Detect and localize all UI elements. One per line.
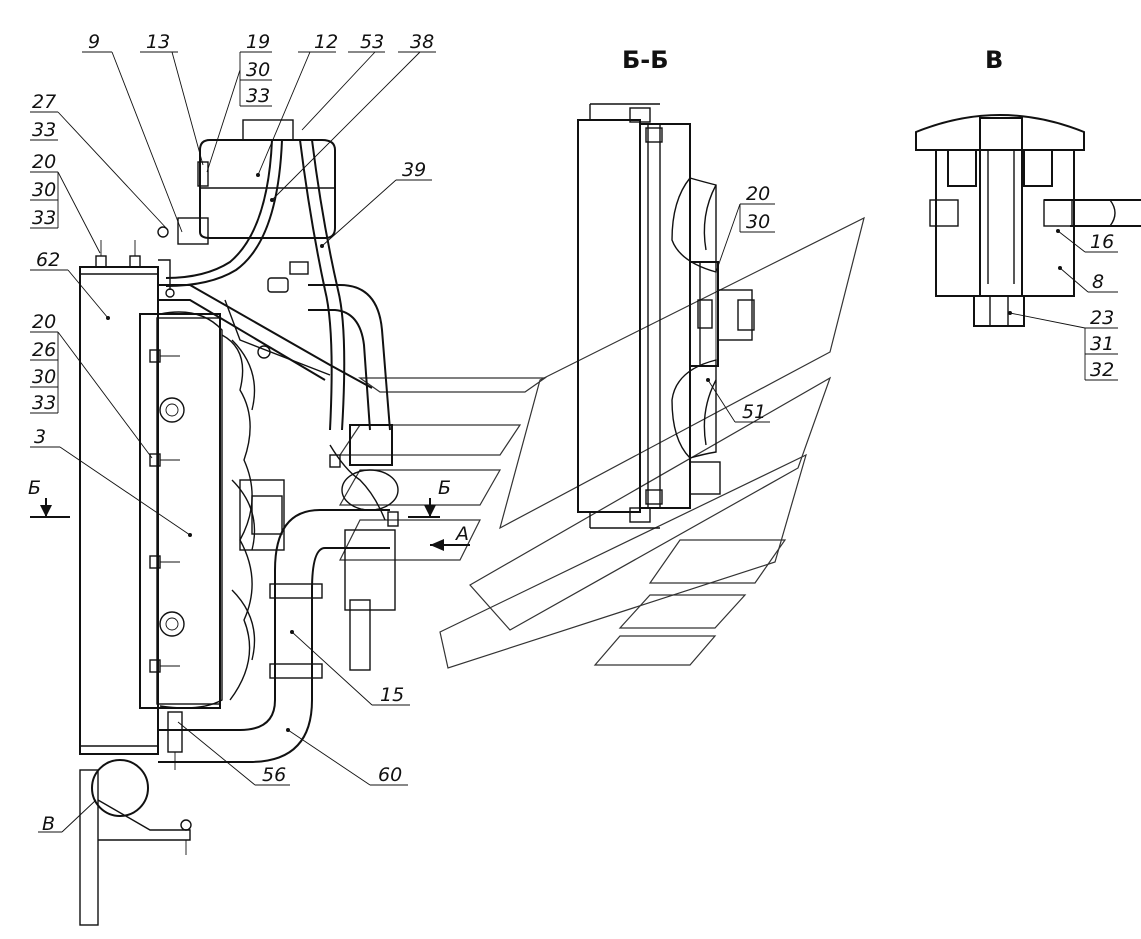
callout-19-30: 30 — [246, 59, 270, 81]
main-view — [30, 119, 470, 926]
callout-20-a-33: 33 — [32, 207, 56, 229]
bb-hatched-tank — [577, 119, 641, 513]
leader-lines-main — [30, 51, 436, 833]
section-bb-title: Б-Б — [622, 46, 669, 74]
callout-bb-30: 30 — [746, 211, 770, 233]
section-bb-view — [577, 103, 775, 529]
callout-15: 15 — [380, 684, 404, 706]
detail-v-title: В — [985, 46, 1003, 74]
callout-v-8: 8 — [1092, 271, 1104, 293]
callout-53: 53 — [360, 31, 384, 53]
callout-13: 13 — [146, 31, 170, 53]
callout-56: 56 — [262, 764, 286, 786]
callout-20-a: 20 — [32, 151, 56, 173]
radiator-core — [139, 313, 221, 709]
callout-bb-20: 20 — [746, 183, 770, 205]
callout-62: 62 — [36, 249, 60, 271]
callout-20-b: 20 — [32, 311, 56, 333]
callout-v-16: 16 — [1090, 231, 1114, 253]
section-mark-mid: Б — [438, 477, 451, 499]
callout-19-33: 33 — [246, 85, 270, 107]
core-bolts — [149, 349, 180, 673]
section-mark-left: Б — [28, 477, 41, 499]
radiator-tank — [79, 266, 159, 755]
detail-v-rubber — [935, 149, 1075, 297]
callouts-v: 16 8 23 31 32 — [1090, 231, 1114, 381]
callouts-main: 9 13 19 30 33 12 53 38 27 33 20 30 33 62… — [32, 31, 434, 786]
callout-12: 12 — [314, 31, 338, 53]
callout-27-33: 33 — [32, 119, 56, 141]
watermark-logo — [338, 216, 865, 669]
section-marks: Б Б А В — [28, 477, 469, 835]
callout-v-31: 31 — [1090, 333, 1114, 355]
expansion-tank — [199, 139, 336, 239]
callout-9: 9 — [88, 31, 100, 53]
view-arrow-a: А — [454, 523, 469, 545]
callout-3: 3 — [34, 426, 46, 448]
callout-27: 27 — [32, 91, 56, 113]
callouts-bb: 20 30 51 — [742, 183, 770, 423]
callout-v-23: 23 — [1090, 307, 1114, 329]
view-titles: Б-Б В — [622, 46, 1003, 74]
detail-v-mark: В — [42, 813, 55, 835]
detail-v-circle — [91, 759, 149, 817]
callout-60: 60 — [378, 764, 402, 786]
callout-39: 39 — [402, 159, 426, 181]
callout-20-a-30: 30 — [32, 179, 56, 201]
callout-20-b-30: 30 — [32, 366, 56, 388]
callout-19: 19 — [246, 31, 270, 53]
callout-20-b-33: 33 — [32, 392, 56, 414]
callout-bb-51: 51 — [742, 401, 766, 423]
callout-v-32: 32 — [1090, 359, 1114, 381]
detail-v-view — [915, 114, 1141, 381]
callout-20-b-26: 26 — [32, 339, 56, 361]
callout-38: 38 — [410, 31, 434, 53]
detail-v-top-plate — [915, 114, 1085, 151]
